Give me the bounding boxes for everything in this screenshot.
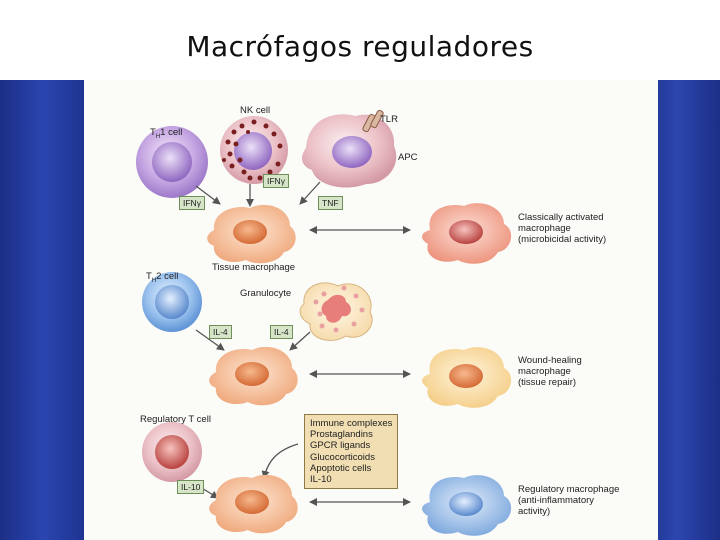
tissue-macrophage-3	[209, 474, 298, 534]
regulatory-macrophage	[422, 475, 512, 536]
il4-tag-left: IL-4	[209, 325, 232, 339]
stimuli-list: Immune complexes Prostaglandins GPCR lig…	[304, 414, 399, 490]
tnf-tag: TNF	[318, 196, 343, 210]
apc-cell	[302, 114, 397, 188]
nk-cell-label: NK cell	[240, 105, 271, 116]
stimulus-item: Glucocorticoids	[310, 451, 375, 463]
stimulus-item: GPCR ligands	[310, 440, 371, 452]
stimulus-item: IL-10	[310, 474, 332, 486]
apc-label: APC	[398, 152, 418, 163]
macrophage-diagram	[136, 109, 512, 536]
nk-cell	[220, 116, 288, 184]
slide-title: Macrófagos reguladores	[186, 30, 534, 63]
tlr-receptor-icon	[362, 109, 384, 133]
stimulus-item: Prostaglandins	[310, 429, 373, 441]
granulocyte-cell	[299, 282, 373, 341]
granulocyte-label: Granulocyte	[240, 288, 292, 299]
il4-tag-right: IL-4	[270, 325, 293, 339]
regulatory-t-cell-label: Regulatory T cell	[140, 414, 211, 425]
wound-healing-macrophage	[422, 347, 512, 408]
ifng-tag-th1: IFNγ	[179, 196, 205, 210]
regulatory-t-cell	[142, 422, 202, 482]
tissue-macrophage-2	[209, 346, 298, 406]
th2-cell-label: TH2 cell	[146, 271, 179, 284]
stimulus-item: Immune complexes	[310, 418, 393, 429]
th1-cell	[136, 126, 208, 198]
classically-activated-macrophage	[422, 203, 512, 264]
il10-tag: IL-10	[177, 480, 205, 494]
tlr-label: TLR	[380, 114, 398, 125]
tissue-macrophage-1	[207, 204, 296, 264]
tissue-macrophage-label: Tissue macrophage	[212, 262, 296, 273]
th2-cell	[142, 272, 202, 332]
th1-cell-label: TH1 cell	[150, 127, 183, 140]
stimulus-item: Apoptotic cells	[310, 462, 372, 474]
ifng-tag-nk: IFNγ	[263, 174, 289, 188]
